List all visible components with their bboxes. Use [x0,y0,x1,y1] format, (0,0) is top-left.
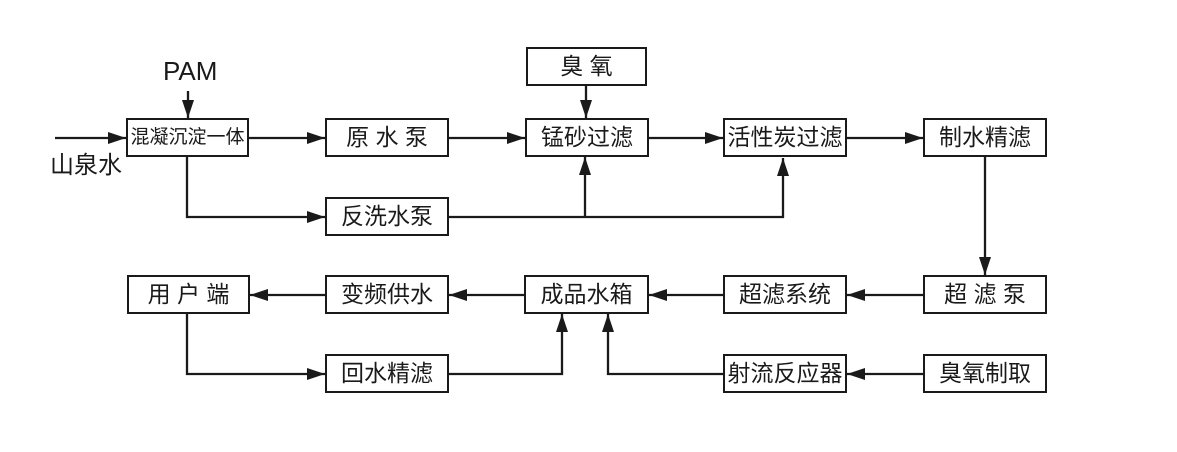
node-coagulation-sedimentation: 混凝沉淀一体 [126,118,249,157]
source-water-label: 山泉水 [50,152,122,179]
edge-backwash-to-carbon [449,158,789,219]
node-manganese-sand-filter: 锰砂过滤 [525,118,649,157]
node-return-water-fine-filter: 回水精滤 [325,354,449,393]
node-vfd-water-supply: 变频供水 [325,275,449,314]
node-jet-reactor: 射流反应器 [723,354,847,393]
pam-label: PAM [163,56,218,86]
node-activated-carbon-filter: 活性炭过滤 [723,118,847,157]
edge-jet-reactor-to-tank [602,314,723,376]
node-ozone-dosing: 臭 氧 [526,47,647,86]
edge-coagulation-to-backwash [185,157,325,223]
edge-user-to-return-filter [185,314,325,380]
node-ultrafiltration-pump: 超 滤 泵 [923,275,1047,314]
node-user-end: 用 户 端 [127,275,250,314]
node-product-water-fine-filter: 制水精滤 [923,118,1047,157]
node-backwash-pump: 反洗水泵 [325,197,449,236]
node-finished-water-tank: 成品水箱 [524,275,649,314]
node-ozone-generator: 臭氧制取 [923,354,1047,393]
node-raw-water-pump: 原 水 泵 [325,118,449,157]
edge-return-filter-to-tank [449,314,568,376]
node-ultrafiltration-system: 超滤系统 [723,275,847,314]
